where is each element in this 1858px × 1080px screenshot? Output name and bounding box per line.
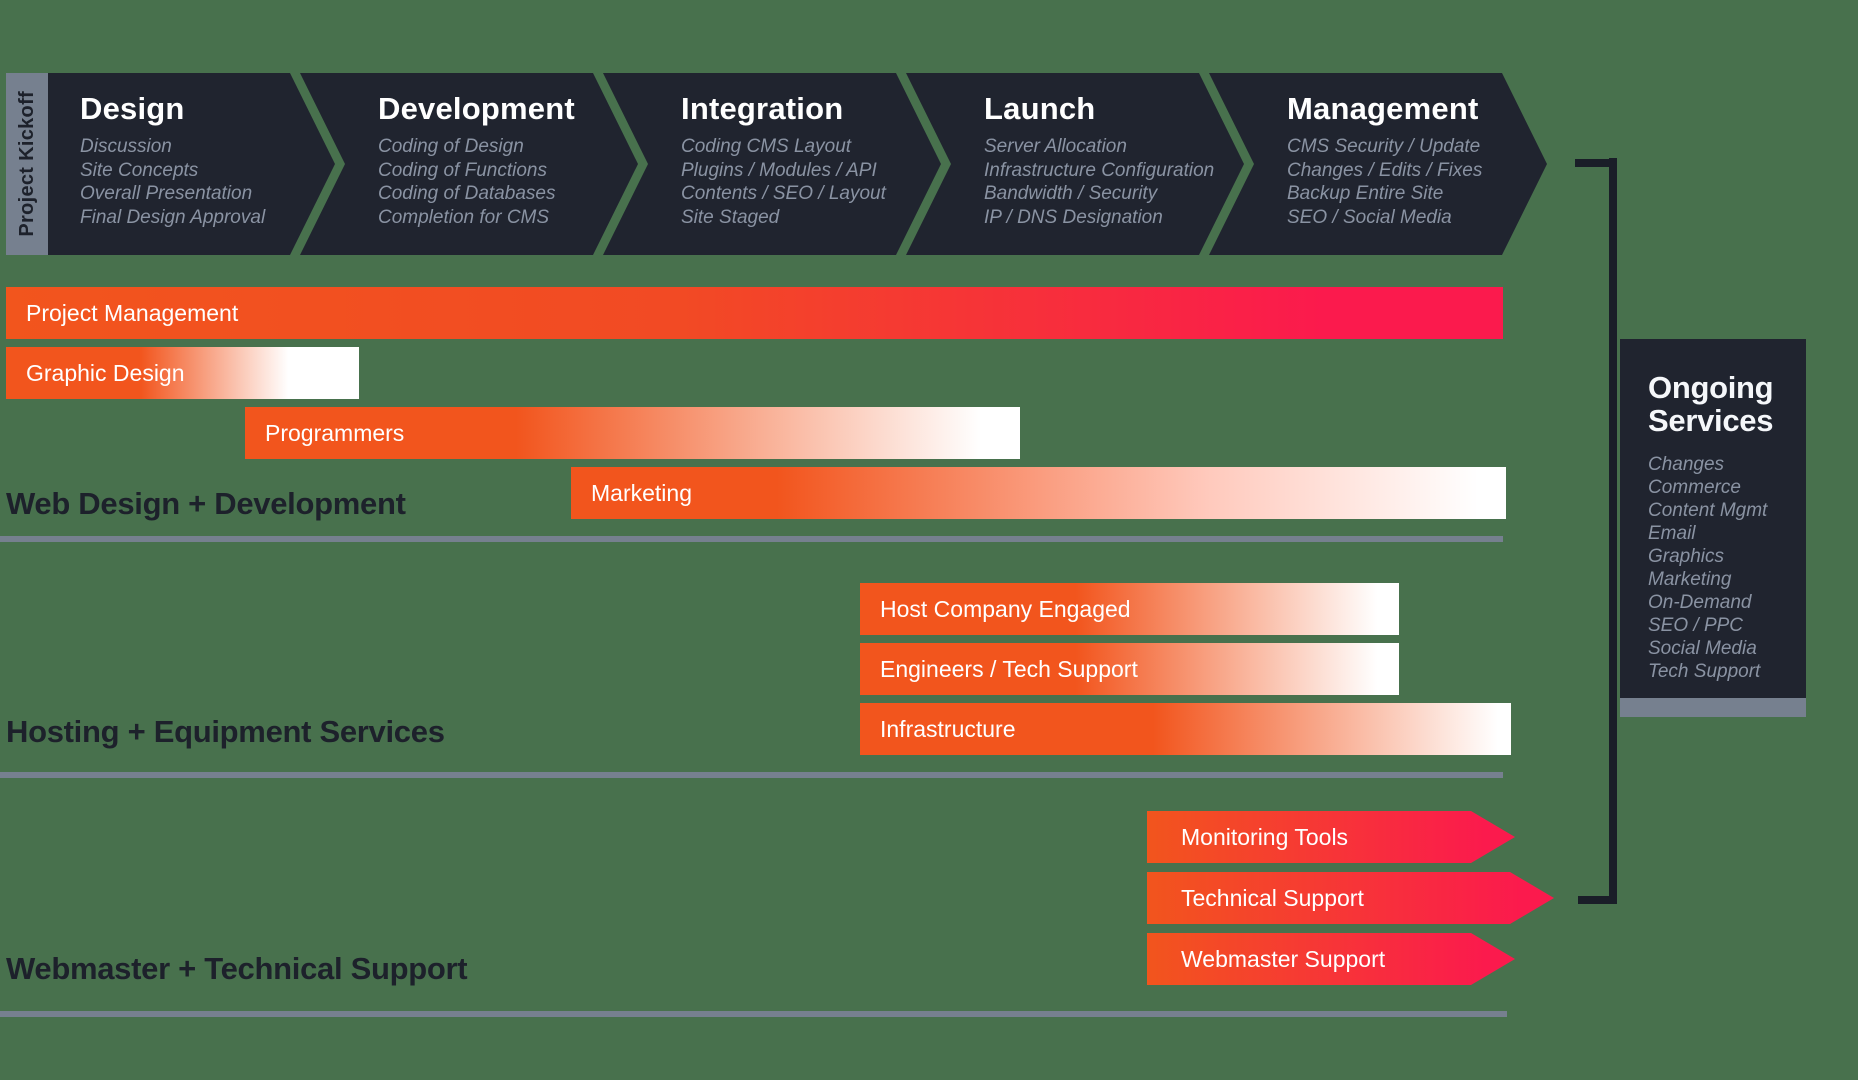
phase-item: SEO / Social Media: [1287, 206, 1452, 228]
gantt-bar-host-company-engaged: Host Company Engaged: [860, 583, 1399, 635]
phase-item: Contents / SEO / Layout: [681, 183, 886, 204]
phase-chevron-design: Design Discussion Site Concepts Overall …: [48, 73, 335, 255]
divider-line: [0, 1011, 1507, 1017]
project-kickoff-bar: Project Kickoff: [6, 73, 48, 255]
phase-title-development: Development: [378, 91, 575, 126]
gantt-bar-webmaster-support: Webmaster Support: [1147, 933, 1515, 985]
gantt-bar-marketing: Marketing: [571, 467, 1506, 519]
gantt-bar-project-management: Project Management: [6, 287, 1503, 339]
phase-item: Coding of Databases: [378, 183, 556, 204]
phase-item: Completion for CMS: [378, 206, 550, 228]
ongoing-services-footer-bar: [1620, 698, 1806, 717]
phase-item: Site Staged: [681, 206, 780, 228]
ongoing-service-item: Graphics: [1648, 546, 1725, 567]
phase-items-development: Coding of Design Coding of Functions Cod…: [378, 135, 638, 229]
gantt-bar-engineers-tech-support: Engineers / Tech Support: [860, 643, 1399, 695]
phase-item: CMS Security / Update: [1287, 136, 1481, 157]
ongoing-services-list: Changes Commerce Content Mgmt Email Grap…: [1648, 453, 1796, 683]
ongoing-service-item: Social Media: [1648, 638, 1757, 659]
phase-item: Final Design Approval: [80, 206, 266, 228]
section-heading-webmaster-technical-support: Webmaster + Technical Support: [6, 951, 468, 986]
phase-title-design: Design: [80, 91, 185, 126]
ongoing-services-panel: Ongoing Services Changes Commerce Conten…: [1620, 339, 1806, 698]
phase-item: Plugins / Modules / API: [681, 159, 877, 181]
phase-chevron-development: Development Coding of Design Coding of F…: [300, 73, 638, 255]
phase-items-management: CMS Security / Update Changes / Edits / …: [1287, 135, 1547, 229]
project-kickoff-label: Project Kickoff: [15, 91, 38, 237]
phase-title-launch: Launch: [984, 91, 1096, 126]
phase-chevron-integration: Integration Coding CMS Layout Plugins / …: [603, 73, 941, 255]
ongoing-service-item: SEO / PPC: [1648, 615, 1744, 636]
ongoing-services-title: Ongoing Services: [1648, 370, 1774, 438]
connector-vertical-line: [1609, 158, 1617, 904]
phase-item: Changes / Edits / Fixes: [1287, 159, 1483, 181]
phase-title-management: Management: [1287, 91, 1479, 126]
phase-item: Backup Entire Site: [1287, 183, 1444, 204]
divider-line: [0, 536, 1503, 542]
ongoing-service-item: Marketing: [1648, 569, 1732, 590]
phase-item: Overall Presentation: [80, 183, 253, 204]
phase-chevron-management: Management CMS Security / Update Changes…: [1209, 73, 1547, 255]
gantt-bar-graphic-design: Graphic Design: [6, 347, 359, 399]
connector-top-stub: [1575, 159, 1617, 167]
phase-items-integration: Coding CMS Layout Plugins / Modules / AP…: [681, 135, 941, 229]
phase-item: Discussion: [80, 136, 172, 157]
ongoing-service-item: Changes: [1648, 454, 1725, 475]
phase-item: Coding of Design: [378, 136, 524, 157]
ongoing-service-item: Email: [1648, 523, 1696, 544]
phase-items-launch: Server Allocation Infrastructure Configu…: [984, 135, 1244, 229]
phase-item: Server Allocation: [984, 136, 1127, 157]
section-heading-hosting-equipment-services: Hosting + Equipment Services: [6, 714, 445, 749]
ongoing-service-item: On-Demand: [1648, 592, 1752, 613]
section-heading-web-design-development: Web Design + Development: [6, 486, 406, 521]
ongoing-service-item: Tech Support: [1648, 661, 1761, 682]
phase-item: Bandwidth / Security: [984, 183, 1158, 204]
phase-title-integration: Integration: [681, 91, 844, 126]
phase-item: IP / DNS Designation: [984, 206, 1163, 228]
phase-item: Coding CMS Layout: [681, 136, 852, 157]
ongoing-service-item: Content Mgmt: [1648, 500, 1768, 521]
phase-items-design: Discussion Site Concepts Overall Present…: [80, 135, 335, 229]
phase-item: Coding of Functions: [378, 159, 547, 181]
gantt-bar-monitoring-tools: Monitoring Tools: [1147, 811, 1515, 863]
gantt-bar-infrastructure: Infrastructure: [860, 703, 1511, 755]
ongoing-service-item: Commerce: [1648, 477, 1741, 498]
gantt-bar-technical-support: Technical Support: [1147, 872, 1554, 924]
connector-bottom-stub: [1578, 896, 1617, 904]
gantt-bar-programmers: Programmers: [245, 407, 1020, 459]
phase-item: Infrastructure Configuration: [984, 159, 1215, 181]
divider-line: [0, 772, 1503, 778]
phase-chevron-launch: Launch Server Allocation Infrastructure …: [906, 73, 1244, 255]
phase-item: Site Concepts: [80, 159, 199, 181]
